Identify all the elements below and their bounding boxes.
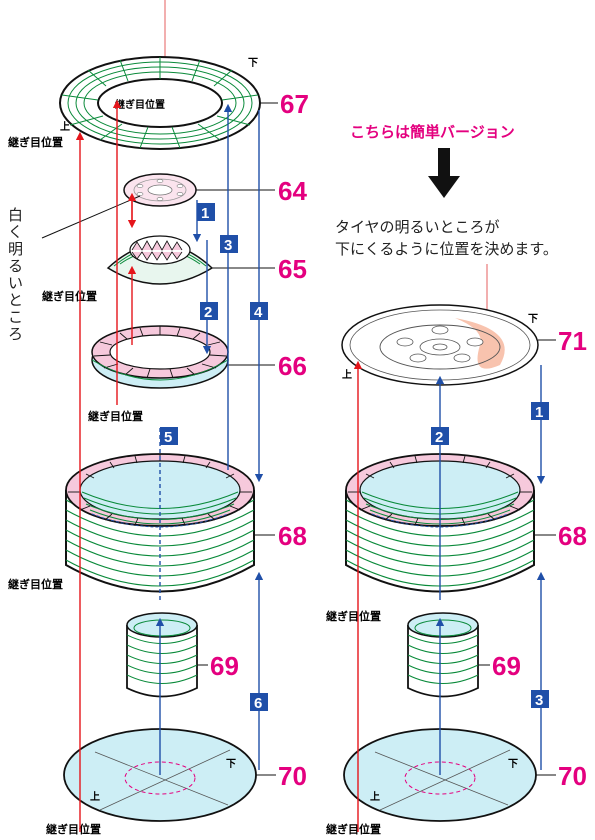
part-number-71: 71	[558, 326, 587, 356]
svg-text:1: 1	[201, 205, 209, 222]
seam-label-left-top: 継ぎ目位置	[8, 135, 63, 149]
svg-text:2: 2	[204, 304, 212, 321]
part-number-70-left: 70	[278, 761, 307, 791]
part-65-dish	[106, 235, 214, 285]
part-number-68-left: 68	[278, 521, 307, 551]
step-badge-left-5: 5	[160, 427, 178, 446]
up-label-70-right: 上	[370, 790, 380, 803]
seam-label-68-left: 継ぎ目位置	[8, 577, 63, 591]
seam-label-67: 継ぎ目位置	[115, 98, 165, 111]
part-number-66: 66	[278, 351, 307, 381]
step-badge-right-1: 1	[531, 402, 549, 421]
note-line-1: タイヤの明るいところが	[335, 218, 500, 236]
simple-version-title: こちらは簡単バージョン	[350, 123, 515, 141]
part-71-wheel	[341, 304, 539, 386]
down-label-70-right: 下	[508, 758, 518, 770]
part-number-68-right: 68	[558, 521, 587, 551]
assembly-arrows-right	[435, 365, 546, 775]
seam-label-bottom-right: 継ぎ目位置	[326, 822, 381, 836]
svg-text:2: 2	[435, 429, 443, 446]
part-64-disc	[123, 173, 197, 207]
part-69-cylinder-right	[407, 612, 479, 698]
svg-text:3: 3	[224, 237, 232, 254]
svg-text:1: 1	[535, 404, 543, 421]
part-number-70-right: 70	[558, 761, 587, 791]
part-67-ring	[59, 56, 261, 150]
up-label-71: 上	[342, 368, 352, 381]
part-66-gear-ring	[91, 325, 229, 389]
svg-text:4: 4	[254, 304, 263, 321]
step-badge-left-6: 6	[250, 693, 268, 712]
up-label-70-left: 上	[90, 790, 100, 803]
big-down-arrow	[428, 148, 460, 198]
seam-label-66: 継ぎ目位置	[88, 409, 143, 423]
part-number-69-left: 69	[210, 651, 239, 681]
svg-text:3: 3	[535, 692, 543, 709]
part-69-cylinder-left	[126, 612, 198, 698]
part-number-67: 67	[280, 89, 309, 119]
seam-label-bottom-left: 継ぎ目位置	[46, 822, 101, 836]
step-badge-left-4: 4	[250, 302, 268, 321]
svg-text:6: 6	[254, 695, 262, 712]
note-line-2: 下にくるように位置を決めます。	[335, 240, 558, 258]
up-label-67: 上	[60, 120, 70, 133]
step-badge-right-3: 3	[531, 690, 549, 709]
down-label-70-left: 下	[226, 758, 236, 770]
step-badge-left-3: 3	[220, 235, 238, 254]
bright-part-leader	[41, 195, 141, 239]
step-badge-left-1: 1	[197, 203, 215, 222]
assembly-arrows-left	[155, 103, 264, 775]
seam-label-65: 継ぎ目位置	[42, 289, 97, 303]
svg-text:5: 5	[164, 429, 172, 446]
bright-part-vertical-text: 白く明るいところ	[8, 206, 23, 343]
down-label-71: 下	[528, 313, 538, 325]
step-badge-left-2: 2	[200, 302, 218, 321]
down-label-67: 下	[248, 57, 258, 69]
seam-label-68-right: 継ぎ目位置	[326, 609, 381, 623]
part-number-69-right: 69	[492, 651, 521, 681]
step-badge-right-2: 2	[431, 427, 449, 446]
part-number-64: 64	[278, 176, 307, 206]
svg-text:白く明るいところ: 白く明るいところ	[8, 206, 23, 343]
seam-lines-left	[75, 99, 137, 832]
part-number-65: 65	[278, 254, 307, 284]
